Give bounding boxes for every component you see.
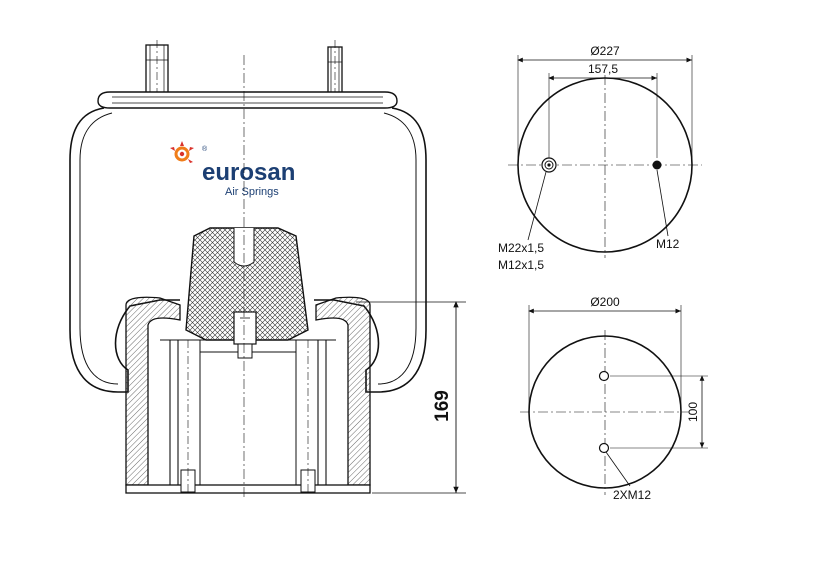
top-plate bbox=[97, 91, 398, 109]
bottom-plate-view: Ø200 100 2XM12 bbox=[520, 295, 708, 502]
hole-spacing-label: 100 bbox=[686, 402, 700, 422]
holes-label: 2XM12 bbox=[613, 488, 651, 502]
brand-subtitle: Air Springs bbox=[225, 186, 279, 198]
top-plate-view: Ø227 157,5 M22x1,5 M12x1,5 M12 bbox=[498, 44, 702, 272]
side-view: ® eurosan Air Springs bbox=[69, 40, 466, 500]
left-thread-label-1: M22x1,5 bbox=[498, 241, 544, 255]
top-diameter-label: Ø227 bbox=[590, 44, 620, 58]
bellow bbox=[69, 107, 427, 393]
bolt-hole-lower bbox=[598, 442, 610, 454]
brand-name: eurosan bbox=[202, 159, 295, 186]
eurosan-logo: ® eurosan Air Springs bbox=[170, 141, 295, 198]
right-thread-label: M12 bbox=[656, 237, 680, 251]
left-thread-label-2: M12x1,5 bbox=[498, 258, 544, 272]
registered-mark: ® bbox=[202, 145, 208, 153]
bottom-diameter-label: Ø200 bbox=[590, 295, 620, 309]
height-dimension: 169 bbox=[356, 301, 466, 494]
thread-hole-left bbox=[541, 157, 557, 173]
height-label: 169 bbox=[432, 390, 453, 422]
piston bbox=[125, 296, 371, 495]
bolt-hole-upper bbox=[598, 370, 610, 382]
thread-hole-right bbox=[652, 160, 662, 170]
top-stud-left bbox=[145, 40, 169, 108]
bolt-spacing-label: 157,5 bbox=[588, 62, 618, 76]
top-stud-right bbox=[327, 40, 343, 108]
bump-stop bbox=[185, 227, 309, 359]
sun-icon bbox=[170, 141, 194, 163]
